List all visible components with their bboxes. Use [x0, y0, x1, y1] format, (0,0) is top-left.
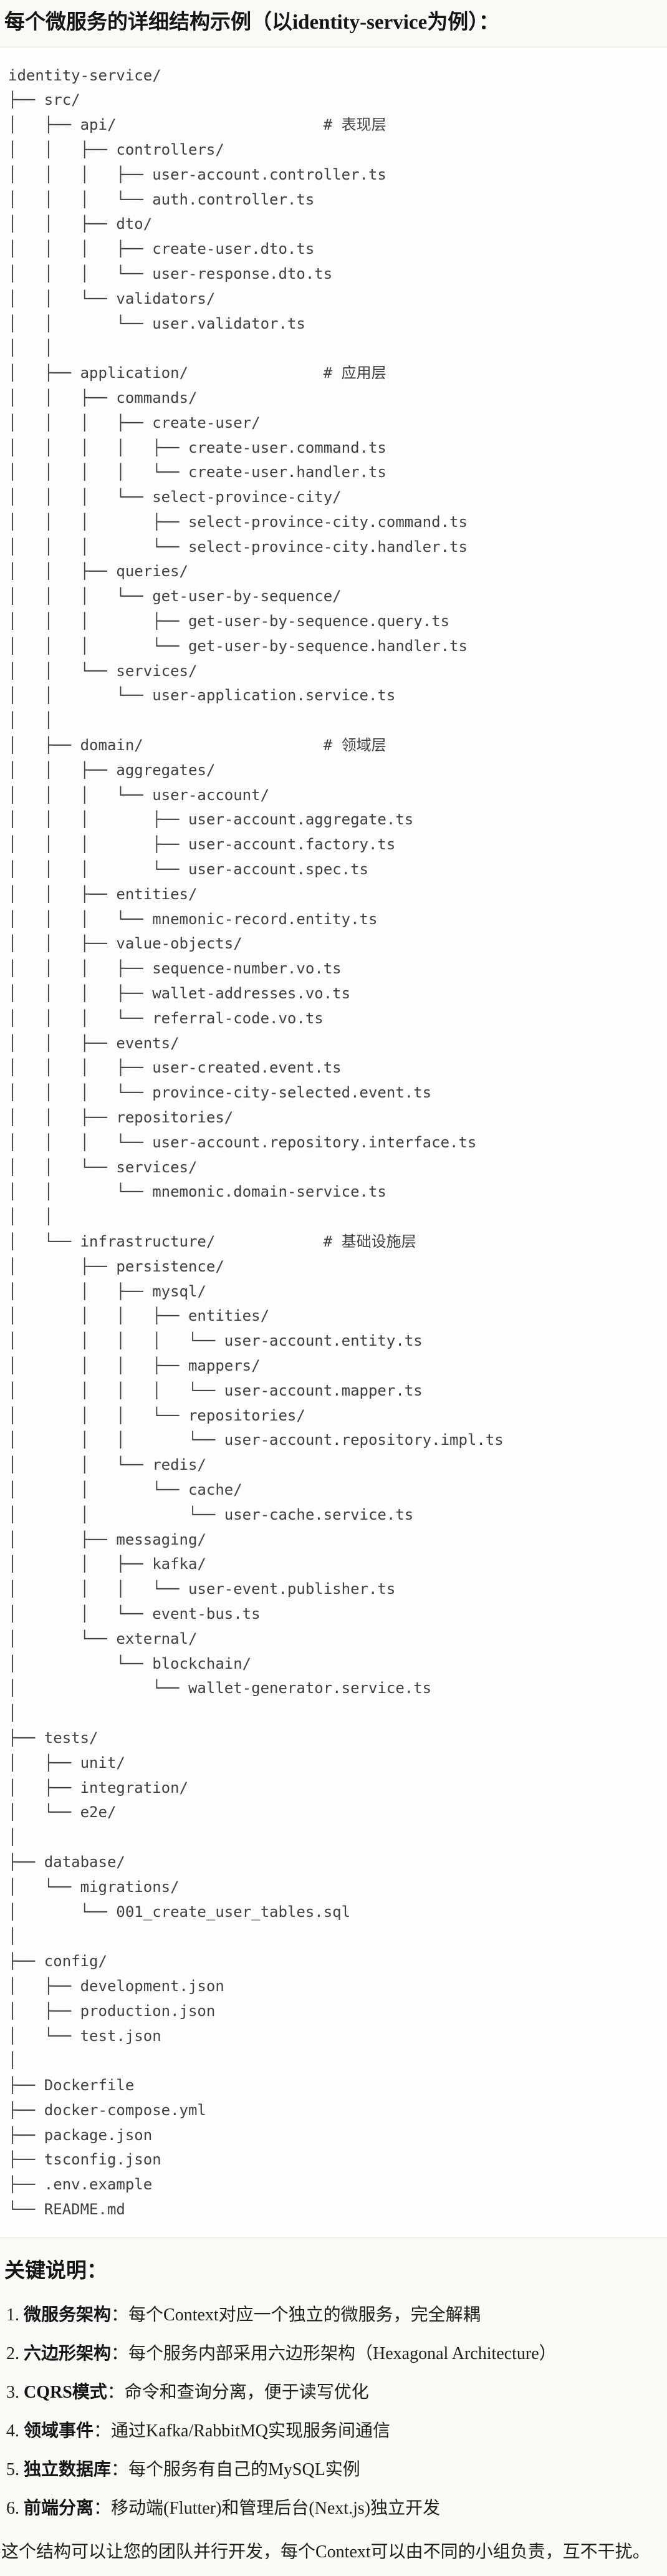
key-notes-list: 1.微服务架构：每个Context对应一个独立的微服务，完全解耦 2.六边形架构… [0, 2303, 667, 2521]
list-item: 2.六边形架构：每个服务内部采用六边形架构（Hexagonal Architec… [6, 2342, 667, 2366]
item-number: 2. [6, 2343, 19, 2363]
list-item: 5.独立数据库：每个服务有自己的MySQL实例 [6, 2458, 667, 2482]
item-label: 独立数据库 [24, 2459, 112, 2479]
item-number: 5. [6, 2459, 19, 2479]
page-title: 每个微服务的详细结构示例（以identity-service为例）： [4, 11, 499, 34]
directory-tree-text: identity-service/ ├── src/ │ ├── api/ # … [8, 66, 504, 2219]
item-label: 六边形架构 [24, 2343, 112, 2363]
item-desc: ：每个Context对应一个独立的微服务，完全解耦 [111, 2305, 481, 2325]
item-number: 4. [6, 2421, 19, 2441]
list-item: 6.前端分离：移动端(Flutter)和管理后台(Next.js)独立开发 [6, 2497, 667, 2521]
item-label: 微服务架构 [24, 2305, 112, 2325]
item-number: 6. [6, 2498, 19, 2518]
directory-tree-code-block: identity-service/ ├── src/ │ ├── api/ # … [0, 46, 667, 2238]
section-heading-key-notes: 关键说明： [4, 2259, 107, 2282]
item-desc: ：移动端(Flutter)和管理后台(Next.js)独立开发 [94, 2498, 441, 2518]
closing-paragraph: 这个结构可以让您的团队并行开发，每个Context可以由不同的小组负责，互不干扰… [1, 2542, 650, 2562]
item-desc: ：每个服务内部采用六边形架构（Hexagonal Architecture） [111, 2343, 557, 2363]
item-desc: ：每个服务有自己的MySQL实例 [111, 2459, 360, 2479]
item-number: 1. [6, 2305, 19, 2325]
item-number: 3. [6, 2382, 19, 2402]
item-label: CQRS模式 [24, 2382, 107, 2402]
item-desc: ：命令和查询分离，便于读写优化 [107, 2382, 369, 2402]
item-desc: ：通过Kafka/RabbitMQ实现服务间通信 [94, 2421, 390, 2441]
list-item: 4.领域事件：通过Kafka/RabbitMQ实现服务间通信 [6, 2419, 667, 2443]
item-label: 前端分离 [24, 2498, 94, 2518]
list-item: 1.微服务架构：每个Context对应一个独立的微服务，完全解耦 [6, 2303, 667, 2327]
list-item: 3.CQRS模式：命令和查询分离，便于读写优化 [6, 2381, 667, 2405]
item-label: 领域事件 [24, 2421, 94, 2441]
